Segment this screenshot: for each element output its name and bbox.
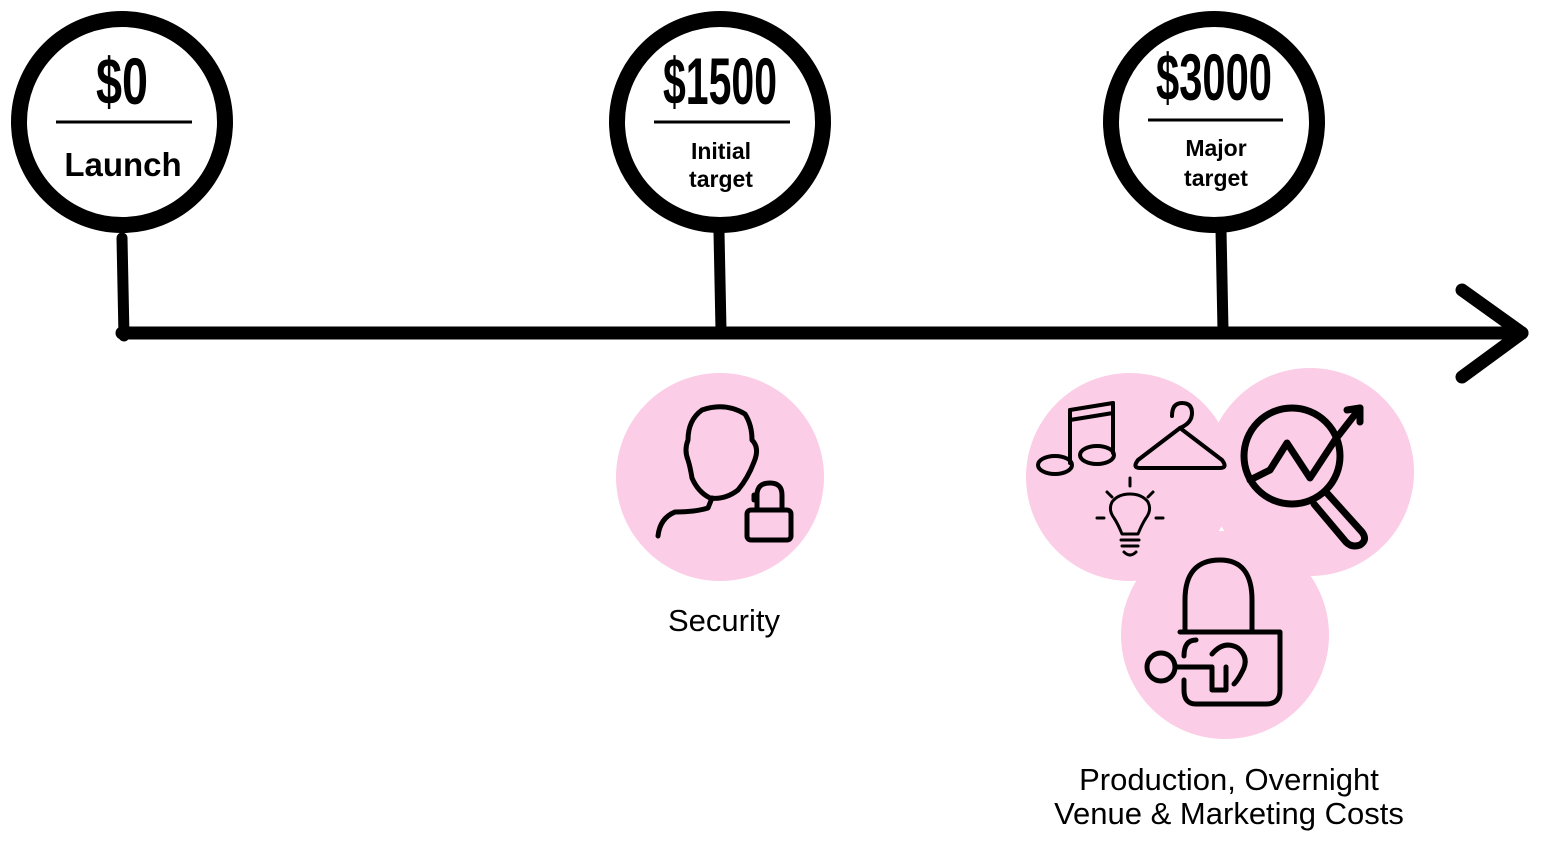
- milestone-amount: $0: [96, 44, 148, 118]
- milestone-amount: $1500: [663, 44, 777, 118]
- milestone-amount: $3000: [1156, 40, 1272, 114]
- milestone-label-line1: Initial: [691, 138, 751, 164]
- timeline-axis: [115, 224, 1529, 384]
- milestone-label-line1: Major: [1185, 135, 1246, 161]
- padlock-key-icon: [1144, 557, 1283, 707]
- milestone-label-line2: target: [1184, 165, 1248, 191]
- security-bubble: [616, 373, 824, 581]
- milestone-launch: $0 Launch: [11, 11, 233, 233]
- security-caption: Security: [668, 603, 780, 638]
- costs-caption-line2: Venue & Marketing Costs: [1054, 796, 1404, 831]
- milestone-initial-target: $1500 Initial target: [609, 11, 831, 233]
- arrowhead-icon: [1455, 283, 1529, 384]
- user-lock-icon: [655, 404, 794, 543]
- stem-initial-target: [713, 226, 727, 336]
- milestone-label: Launch: [64, 146, 181, 183]
- stem-major-target: [1215, 224, 1229, 336]
- milestone-label-line2: target: [689, 166, 753, 192]
- analytics-magnifier-icon: [1240, 404, 1369, 550]
- costs-bubble-bottom: [1121, 531, 1329, 739]
- stem-launch: [116, 232, 130, 342]
- music-note-icon: [1036, 401, 1116, 476]
- costs-caption-line1: Production, Overnight: [1079, 762, 1379, 797]
- clothes-hanger-icon: [1133, 401, 1227, 470]
- milestone-major-target: $3000 Major target: [1103, 11, 1325, 233]
- light-bulb-icon: [1095, 476, 1165, 557]
